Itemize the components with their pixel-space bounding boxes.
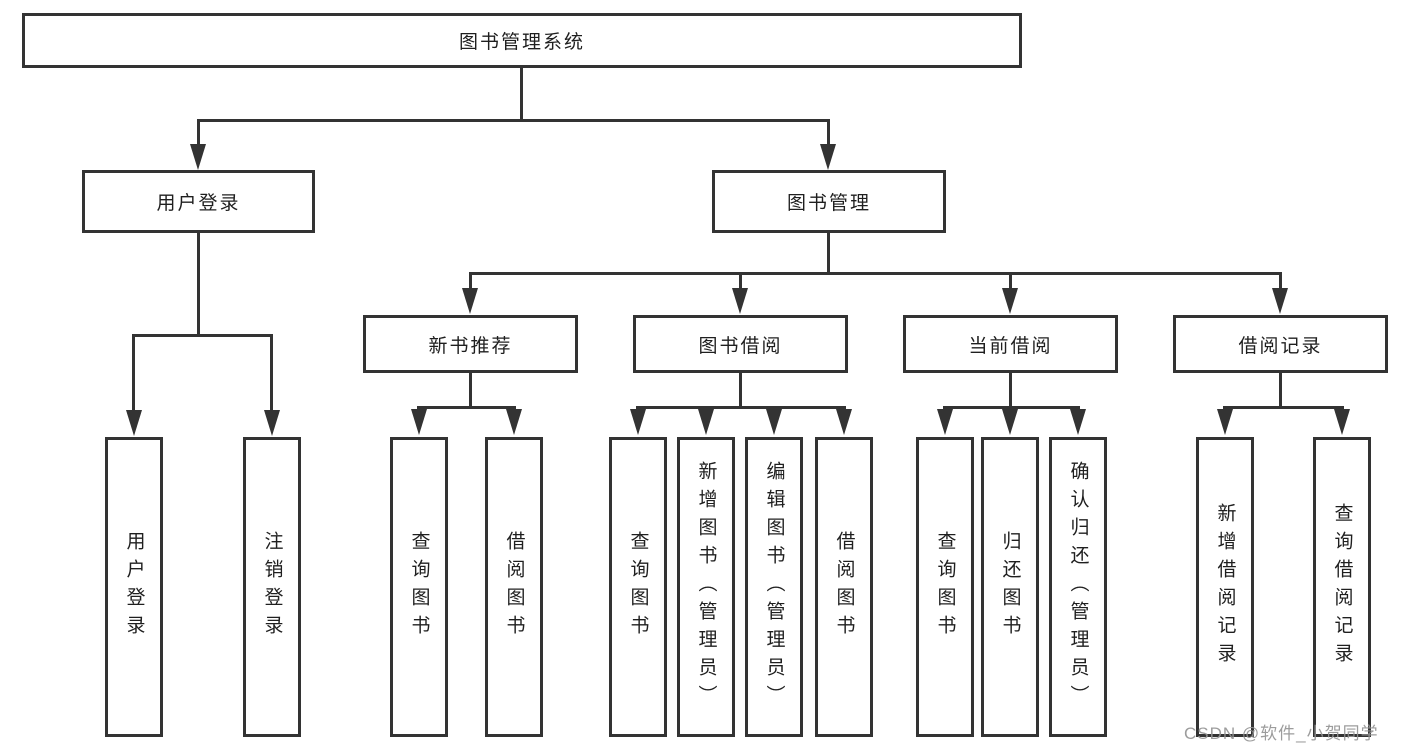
node-new-book-recommendation: 新书推荐 [363,315,578,373]
node-label: 用户登录 [123,531,145,643]
arrow-down-icon [1217,409,1233,435]
node-label: 查询图书 [934,531,956,643]
connector-distributor [636,406,846,409]
node-label: 新增借阅记录 [1214,503,1236,671]
node-label: 借阅图书 [833,531,855,643]
leaf-query-book: 查询图书 [390,437,448,737]
node-label: 查询借阅记录 [1331,503,1353,671]
node-label: 新增图书（管理员） [695,461,717,713]
connector-shaft [1009,272,1012,294]
arrow-down-icon [836,409,852,435]
node-label: 归还图书 [999,531,1021,643]
leaf-query-borrow-record: 查询借阅记录 [1313,437,1371,737]
arrow-down-icon [126,410,142,436]
connector-stub [1279,373,1282,409]
node-label: 编辑图书（管理员） [763,461,785,713]
connector-user-login-distributor [132,334,273,337]
leaf-add-borrow-record: 新增借阅记录 [1196,437,1254,737]
connector-root-stub [520,68,523,122]
connector-distributor [943,406,1080,409]
arrow-down-icon [820,144,836,170]
node-label: 用户登录 [156,193,241,214]
node-label: 借阅图书 [503,531,525,643]
node-label: 确认归还（管理员） [1067,461,1089,713]
leaf-borrow-book: 借阅图书 [485,437,543,737]
node-label: 查询图书 [408,531,430,643]
connector-shaft [827,119,830,149]
connector-distributor [1223,406,1344,409]
node-borrowing-records: 借阅记录 [1173,315,1388,373]
node-label: 查询图书 [627,531,649,643]
arrow-down-icon [1272,288,1288,314]
csdn-watermark: CSDN @软件_小贺同学 [1184,724,1379,743]
connector-shaft [739,272,742,294]
leaf-query-book: 查询图书 [609,437,667,737]
node-label: 图书借阅 [698,335,783,357]
node-label: 图书管理系统 [458,32,585,53]
node-label: 图书管理 [786,193,871,214]
leaf-logout: 注销登录 [243,437,301,737]
connector-user-login-stub [197,233,200,337]
node-label: 注销登录 [261,531,283,643]
arrow-down-icon [937,409,953,435]
connector-shaft [132,334,135,414]
arrow-down-icon [1002,409,1018,435]
arrow-down-icon [462,288,478,314]
connector-shaft [270,334,273,414]
connector-book-mgmt-distributor [469,272,1282,275]
node-user-login-module: 用户登录 [82,170,315,233]
arrow-down-icon [698,409,714,435]
leaf-borrow-book: 借阅图书 [815,437,873,737]
arrow-down-icon [630,409,646,435]
arrow-down-icon [264,410,280,436]
node-current-borrowing: 当前借阅 [903,315,1118,373]
node-label: 新书推荐 [428,335,513,357]
leaf-user-login: 用户登录 [105,437,163,737]
node-label: 当前借阅 [968,335,1053,357]
node-book-borrowing: 图书借阅 [633,315,848,373]
arrow-down-icon [506,409,522,435]
node-book-management-module: 图书管理 [712,170,946,233]
connector-distributor [417,406,516,409]
leaf-add-book-admin: 新增图书（管理员） [677,437,735,737]
node-label: 借阅记录 [1238,335,1323,357]
leaf-return-book: 归还图书 [981,437,1039,737]
connector-stub [1009,373,1012,409]
arrow-down-icon [1002,288,1018,314]
connector-shaft [197,119,200,149]
arrow-down-icon [411,409,427,435]
leaf-edit-book-admin: 编辑图书（管理员） [745,437,803,737]
node-root-library-system: 图书管理系统 [22,13,1022,68]
connector-stub [469,373,472,409]
connector-root-distributor [197,119,830,122]
arrow-down-icon [1070,409,1086,435]
connector-shaft [1279,272,1282,294]
arrow-down-icon [190,144,206,170]
connector-book-mgmt-stub [827,233,830,275]
leaf-query-book: 查询图书 [916,437,974,737]
arrow-down-icon [1334,409,1350,435]
connector-stub [739,373,742,409]
leaf-confirm-return-admin: 确认归还（管理员） [1049,437,1107,737]
arrow-down-icon [732,288,748,314]
arrow-down-icon [766,409,782,435]
connector-shaft [469,272,472,294]
